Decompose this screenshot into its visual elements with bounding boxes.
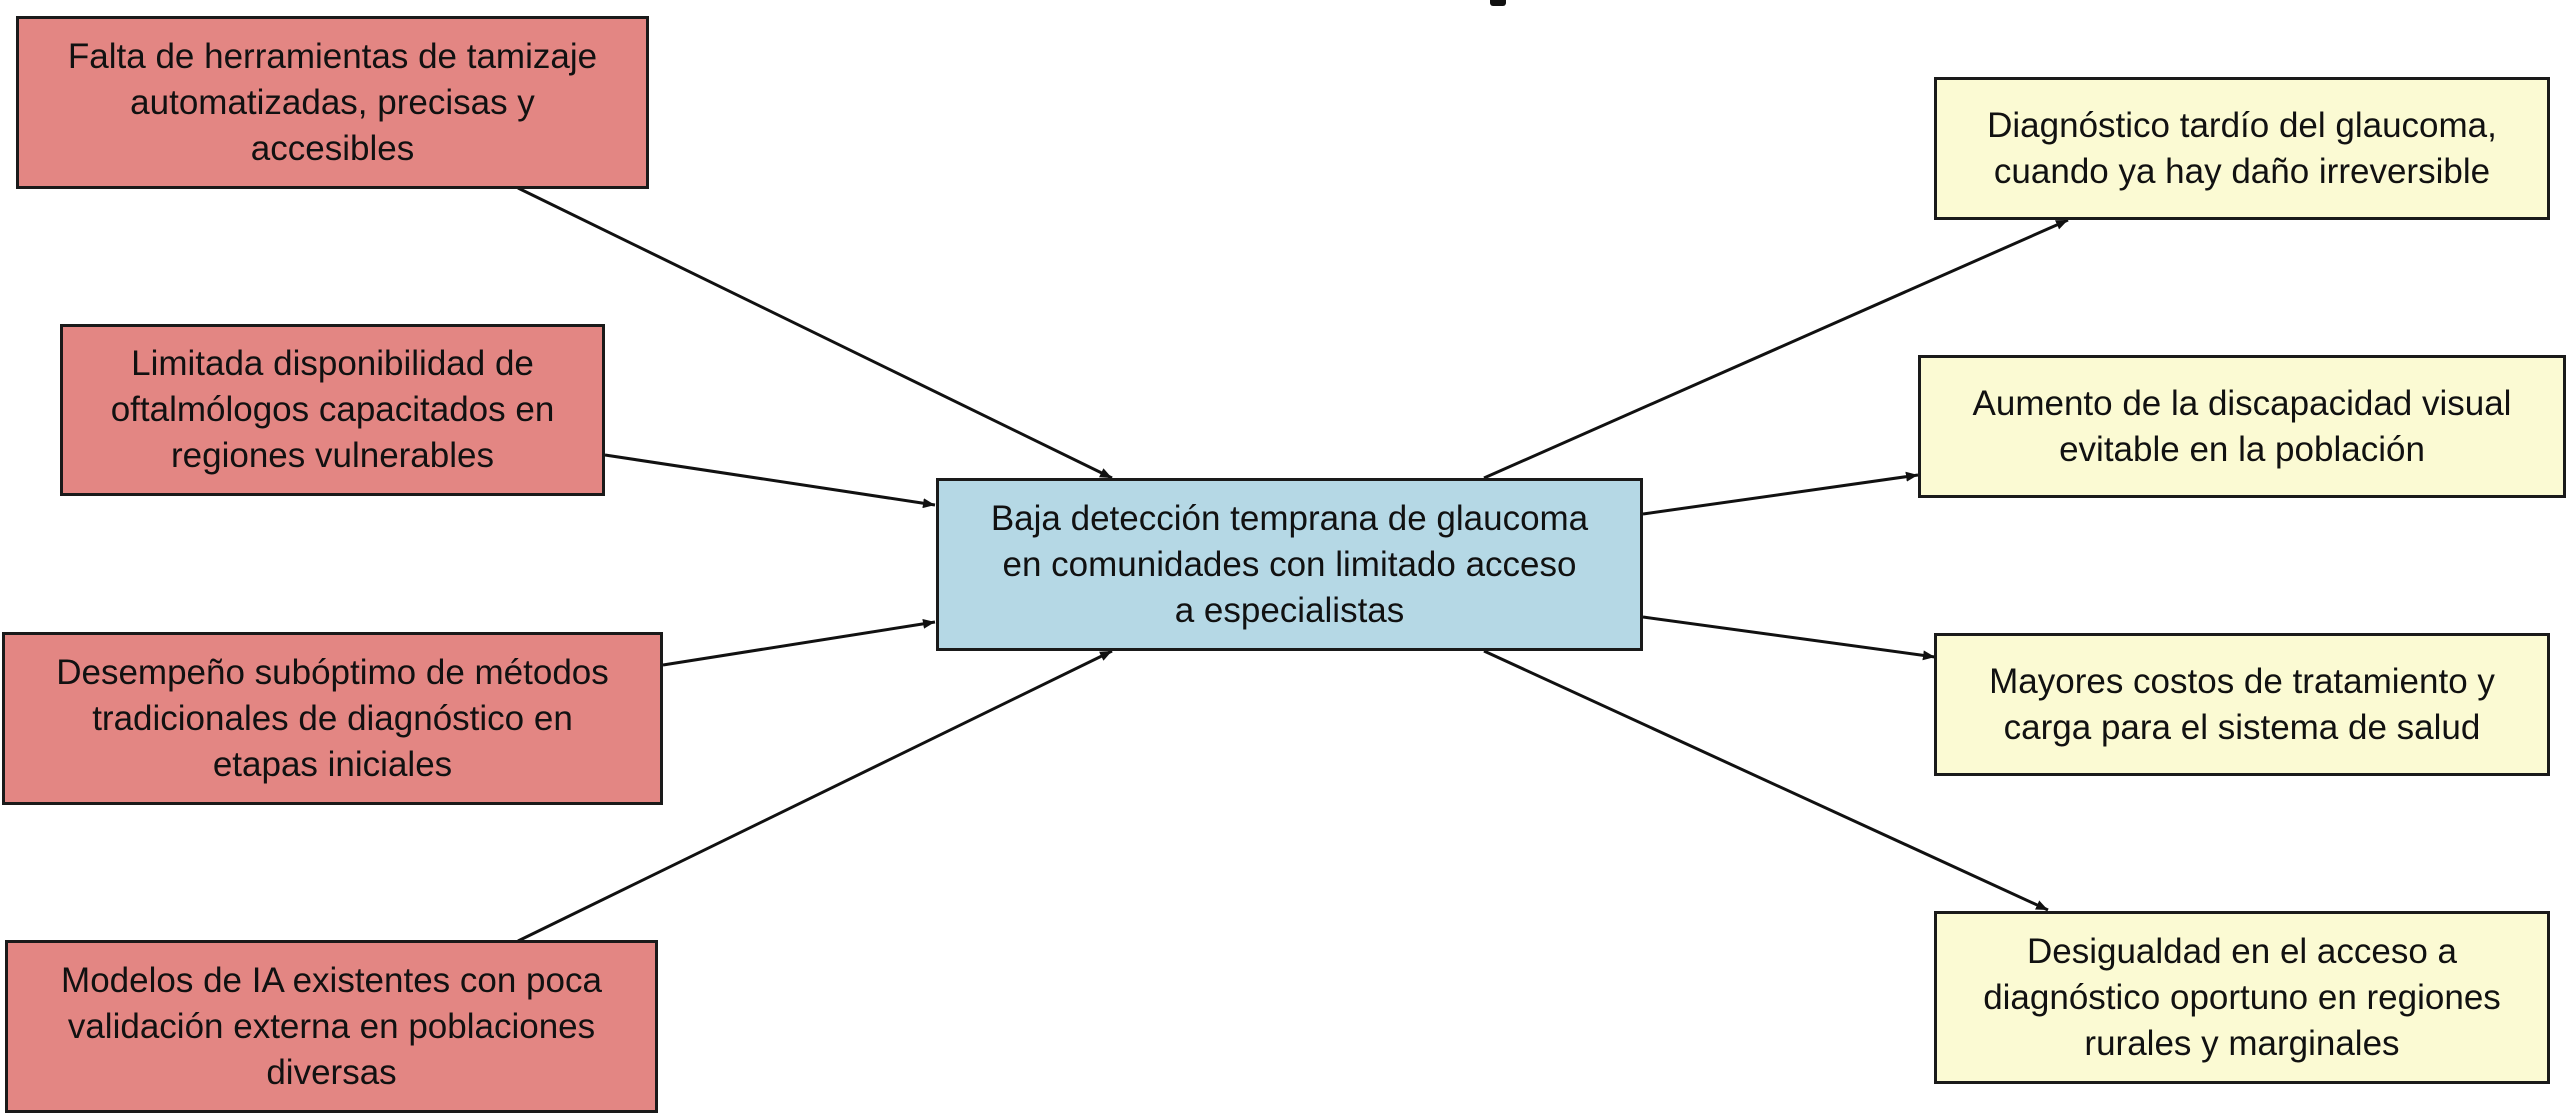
effect-box-2: Aumento de la discapacidad visual evitab… [1918,355,2566,498]
cause-text-2: Limitada disponibilidad de oftalmólogos … [110,344,555,475]
arrow-problem-to-effect-2 [1642,471,1919,516]
effect-box-1: Diagnóstico tardío del glaucoma, cuando … [1934,77,2550,220]
effect-text-2: Aumento de la discapacidad visual evitab… [1972,383,2512,469]
title-fragment [1490,0,1506,6]
cause-box-3: Desempeño subóptimo de métodos tradicion… [2,632,663,805]
arrow-cause-4-to-problem [517,649,1113,943]
arrow-problem-to-effect-1 [1483,218,2069,480]
arrow-cause-2-to-problem [604,453,936,509]
effect-text-4: Desigualdad en el acceso a diagnóstico o… [1983,931,2501,1063]
effect-box-3: Mayores costos de tratamiento y carga pa… [1934,633,2550,776]
effect-text-3: Mayores costos de tratamiento y carga pa… [1989,661,2495,747]
cause-box-1: Falta de herramientas de tamizaje automa… [16,16,649,189]
cause-box-4: Modelos de IA existentes con poca valida… [5,940,658,1113]
arrow-problem-to-effect-4 [1483,649,2049,912]
arrow-cause-3-to-problem [662,618,936,667]
arrow-cause-1-to-problem [517,186,1113,480]
cause-text-4: Modelos de IA existentes con poca valida… [61,960,602,1092]
cause-text-1: Falta de herramientas de tamizaje automa… [67,36,598,168]
effect-box-4: Desigualdad en el acceso a diagnóstico o… [1934,911,2550,1084]
arrow-problem-to-effect-3 [1642,615,1936,661]
cause-text-3: Desempeño subóptimo de métodos tradicion… [56,652,609,784]
central-problem-box: Baja detección temprana de glaucoma en c… [936,478,1643,651]
central-problem-text: Baja detección temprana de glaucoma en c… [990,498,1589,630]
cause-box-2: Limitada disponibilidad de oftalmólogos … [60,324,605,496]
effect-text-1: Diagnóstico tardío del glaucoma, cuando … [1987,105,2497,191]
